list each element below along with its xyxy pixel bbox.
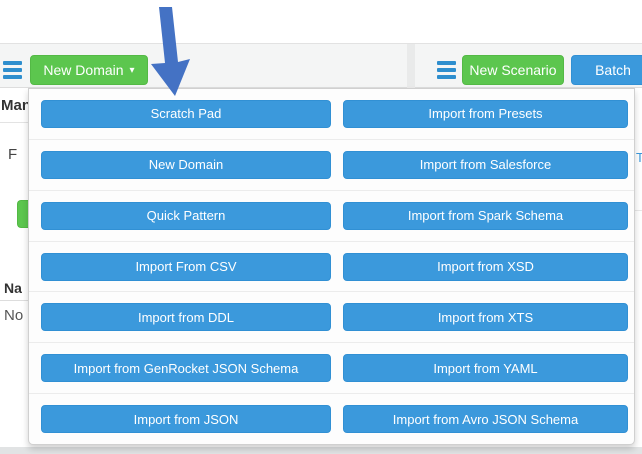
table-empty-text-fragment: No xyxy=(4,307,24,324)
new-domain-dropdown-menu: Scratch Pad Import from Presets New Doma… xyxy=(28,88,635,445)
menu-row: Quick Pattern Import from Spark Schema xyxy=(29,191,634,242)
menu-item-quick-pattern[interactable]: Quick Pattern xyxy=(41,201,331,230)
menu-item-import-from-yaml[interactable]: Import from YAML xyxy=(343,354,628,383)
right-panel-text-fragment: T xyxy=(636,150,642,165)
green-button-fragment xyxy=(17,200,28,228)
hamburger-menu-icon[interactable] xyxy=(437,61,456,79)
menu-item-import-from-xts[interactable]: Import from XTS xyxy=(343,303,628,332)
new-scenario-button[interactable]: New Scenario xyxy=(462,55,564,85)
chevron-down-icon: ▾ xyxy=(129,64,135,76)
menu-row: Import from GenRocket JSON Schema Import… xyxy=(29,343,634,395)
menu-item-scratch-pad[interactable]: Scratch Pad xyxy=(41,99,331,128)
menu-row: New Domain Import from Salesforce xyxy=(29,140,634,191)
batch-button-label: Batch xyxy=(595,62,631,78)
panel-divider xyxy=(407,43,415,88)
divider-line xyxy=(0,122,28,123)
menu-item-import-from-ddl[interactable]: Import from DDL xyxy=(41,303,331,332)
menu-row: Import from DDL Import from XTS xyxy=(29,292,634,344)
menu-row: Scratch Pad Import from Presets xyxy=(29,89,634,140)
menu-item-new-domain[interactable]: New Domain xyxy=(41,150,331,179)
new-domain-button[interactable]: New Domain ▾ xyxy=(30,55,148,85)
menu-row: Import from JSON Import from Avro JSON S… xyxy=(29,394,634,444)
new-domain-button-label: New Domain xyxy=(43,62,124,78)
page-bottom-strip xyxy=(0,447,642,454)
menu-item-import-from-csv[interactable]: Import From CSV xyxy=(41,252,331,281)
menu-item-import-from-spark-schema[interactable]: Import from Spark Schema xyxy=(343,201,628,230)
menu-item-import-from-xsd[interactable]: Import from XSD xyxy=(343,252,628,281)
divider-line xyxy=(635,210,642,211)
page-heading-fragment: Man xyxy=(1,97,31,114)
menu-item-import-from-salesforce[interactable]: Import from Salesforce xyxy=(343,150,628,179)
menu-item-import-from-avro-json-schema[interactable]: Import from Avro JSON Schema xyxy=(343,405,628,434)
hamburger-menu-icon[interactable] xyxy=(3,61,22,79)
page-text-fragment: F xyxy=(8,146,18,163)
divider-line xyxy=(0,300,28,301)
new-scenario-button-label: New Scenario xyxy=(469,62,557,78)
menu-item-import-from-presets[interactable]: Import from Presets xyxy=(343,99,628,128)
table-column-header-fragment: Na xyxy=(4,280,22,296)
menu-row: Import From CSV Import from XSD xyxy=(29,242,634,293)
batch-button[interactable]: Batch xyxy=(571,55,642,85)
menu-item-import-from-json[interactable]: Import from JSON xyxy=(41,405,331,434)
menu-item-import-from-genrocket-json-schema[interactable]: Import from GenRocket JSON Schema xyxy=(41,354,331,383)
